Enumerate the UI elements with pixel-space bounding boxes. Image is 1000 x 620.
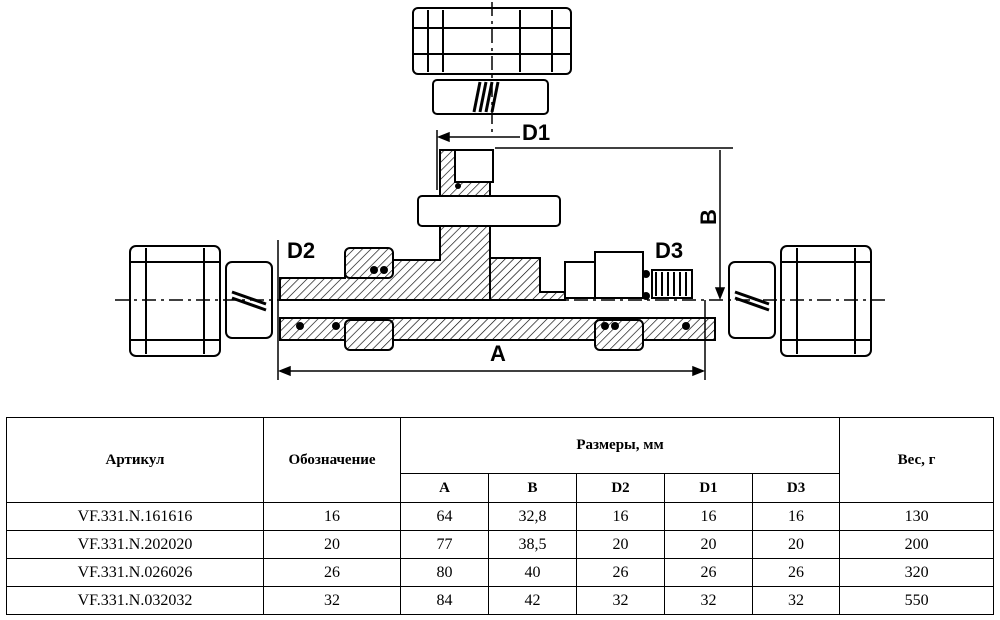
- dimension-label-b: B: [696, 209, 721, 225]
- left-split-ring: [225, 261, 273, 339]
- table-row: VF.331.N.026026 26 80 40 26 26 26 320: [6, 558, 995, 587]
- dimension-label-d1: D1: [522, 120, 550, 145]
- tee-fitting-drawing: A B D1 D2 D3: [115, 2, 888, 380]
- cell-a: 80: [400, 558, 489, 587]
- cell-d3: 20: [751, 530, 841, 559]
- cell-d1: 26: [664, 558, 753, 587]
- header-dimensions: Размеры, мм: [399, 417, 841, 474]
- header-dim-d2: D2: [576, 473, 665, 503]
- cell-a: 84: [400, 586, 489, 615]
- cell-a: 64: [400, 502, 489, 531]
- cell-b: 38,5: [488, 530, 577, 559]
- top-split-ring: [432, 79, 549, 115]
- cell-designation: 26: [263, 558, 401, 587]
- cell-d1: 32: [664, 586, 753, 615]
- cell-b: 32,8: [488, 502, 577, 531]
- cell-designation: 32: [263, 586, 401, 615]
- header-dim-d3: D3: [751, 473, 841, 503]
- table-row: VF.331.N.032032 32 84 42 32 32 32 550: [6, 586, 995, 615]
- cell-a: 77: [400, 530, 489, 559]
- cell-d1: 20: [664, 530, 753, 559]
- dimension-labels: A B D1 D2 D3: [287, 120, 721, 366]
- cell-d3: 32: [751, 586, 841, 615]
- header-dim-b: B: [488, 473, 577, 503]
- cell-weight: 200: [839, 530, 995, 559]
- dimension-lines: [277, 130, 733, 380]
- cell-article: VF.331.N.032032: [6, 586, 264, 615]
- cell-d2: 20: [576, 530, 665, 559]
- right-split-ring: [728, 261, 776, 339]
- specifications-table: Артикул Обозначение Размеры, мм Вес, г A…: [6, 417, 995, 615]
- header-dim-a: A: [400, 473, 489, 503]
- cell-weight: 130: [839, 502, 995, 531]
- cell-b: 42: [488, 586, 577, 615]
- header-dim-d1: D1: [664, 473, 753, 503]
- cell-designation: 16: [263, 502, 401, 531]
- cell-weight: 320: [839, 558, 995, 587]
- cell-d3: 16: [751, 502, 841, 531]
- tee-body: [279, 149, 716, 351]
- dimension-label-a: A: [490, 341, 506, 366]
- cell-designation: 20: [263, 530, 401, 559]
- cell-article: VF.331.N.161616: [6, 502, 264, 531]
- cell-d2: 26: [576, 558, 665, 587]
- cell-article: VF.331.N.026026: [6, 558, 264, 587]
- header-article: Артикул: [6, 417, 264, 503]
- cell-b: 40: [488, 558, 577, 587]
- o-rings: [296, 183, 690, 330]
- dimension-label-d3: D3: [655, 238, 683, 263]
- cell-article: VF.331.N.202020: [6, 530, 264, 559]
- left-nut: [129, 245, 221, 357]
- header-designation: Обозначение: [263, 417, 401, 503]
- cell-d1: 16: [664, 502, 753, 531]
- table-row: VF.331.N.161616 16 64 32,8 16 16 16 130: [6, 502, 995, 531]
- table-row: VF.331.N.202020 20 77 38,5 20 20 20 200: [6, 530, 995, 559]
- right-nut: [780, 245, 872, 357]
- cell-d2: 16: [576, 502, 665, 531]
- cell-weight: 550: [839, 586, 995, 615]
- center-axes: [115, 2, 888, 301]
- dimension-label-d2: D2: [287, 238, 315, 263]
- cell-d2: 32: [576, 586, 665, 615]
- header-weight: Вес, г: [839, 417, 995, 503]
- cell-d3: 26: [751, 558, 841, 587]
